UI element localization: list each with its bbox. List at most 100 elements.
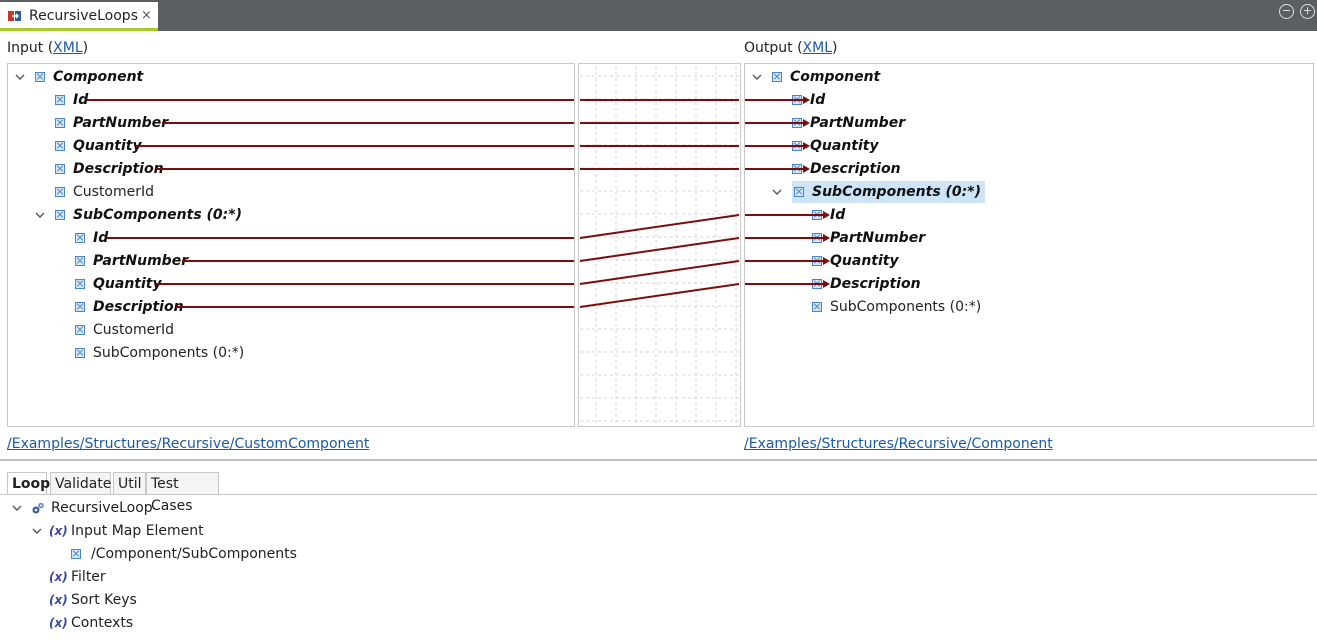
- output-node-content: Id: [812, 204, 845, 226]
- editor-tab-recursiveloops[interactable]: RecursiveLoops ×: [0, 2, 158, 31]
- element-icon: [75, 279, 85, 289]
- input-node-label: PartNumber: [73, 115, 169, 131]
- output-label-end: ): [832, 40, 838, 56]
- output-node-content: PartNumber: [812, 227, 925, 249]
- minimize-icon[interactable]: −: [1279, 4, 1294, 19]
- element-icon: [792, 141, 802, 151]
- input-node-label: Quantity: [73, 138, 142, 154]
- input-node-content: Quantity: [75, 273, 162, 295]
- input-node-content: PartNumber: [55, 112, 168, 134]
- output-node-content: Description: [812, 273, 921, 295]
- input-label-text: Input (: [7, 40, 54, 56]
- element-icon: [772, 72, 782, 82]
- input-map-value: /Component/SubComponents: [91, 546, 297, 562]
- chevron-down-icon[interactable]: [15, 72, 25, 82]
- input-node-label: SubComponents (0:*): [73, 207, 242, 223]
- input-node-content: Quantity: [55, 135, 142, 157]
- input-node-label: Description: [93, 299, 184, 315]
- element-icon: [75, 256, 85, 266]
- input-node-label: Quantity: [93, 276, 162, 292]
- tab-test-cases[interactable]: Test Cases: [146, 472, 219, 514]
- output-node-content: Description: [792, 158, 901, 180]
- output-node-label: Quantity: [810, 138, 879, 154]
- element-icon: [55, 187, 65, 197]
- output-node-label: SubComponents (0:*): [812, 184, 981, 200]
- variable-icon: (x): [49, 593, 68, 607]
- input-node-label: Id: [93, 230, 109, 246]
- element-icon: [55, 118, 65, 128]
- output-node-label: Description: [810, 161, 901, 177]
- chevron-down-icon[interactable]: [752, 72, 762, 82]
- input-pane-label: Input (XML): [7, 40, 88, 56]
- chevron-down-icon[interactable]: [32, 526, 42, 536]
- map-file-icon: [8, 9, 22, 23]
- element-icon: [792, 118, 802, 128]
- input-node-content: Description: [55, 158, 164, 180]
- output-node-label: Id: [830, 207, 846, 223]
- output-node-content: SubComponents (0:*): [812, 296, 981, 318]
- maximize-icon[interactable]: +: [1300, 4, 1315, 19]
- element-icon: [792, 164, 802, 174]
- chevron-down-icon[interactable]: [12, 503, 22, 513]
- element-icon: [794, 187, 804, 197]
- input-node-content: CustomerId: [55, 181, 154, 203]
- output-node-label: SubComponents (0:*): [830, 299, 982, 315]
- input-map-element-label: Input Map Element: [71, 523, 204, 539]
- input-node-content: PartNumber: [75, 250, 188, 272]
- output-node-label: Component: [790, 69, 881, 85]
- element-icon: [75, 325, 85, 335]
- element-icon: [75, 348, 85, 358]
- input-node-label: Description: [73, 161, 164, 177]
- input-label-end: ): [82, 40, 89, 56]
- output-node-label: Quantity: [830, 253, 899, 269]
- output-node-label: PartNumber: [810, 115, 906, 131]
- input-schema-path-link[interactable]: /Examples/Structures/Recursive/CustomCom…: [7, 436, 370, 452]
- output-node-content: Quantity: [812, 250, 899, 272]
- output-xml-link[interactable]: XML: [802, 40, 833, 56]
- tab-util[interactable]: Util: [113, 472, 146, 494]
- input-node-content: SubComponents (0:*): [75, 342, 244, 364]
- input-node-label: PartNumber: [93, 253, 189, 269]
- input-node-label: Component: [53, 69, 144, 85]
- input-node-content: CustomerId: [75, 319, 174, 341]
- chevron-down-icon[interactable]: [772, 187, 782, 197]
- element-icon: [71, 549, 81, 559]
- input-node-content: Description: [75, 296, 184, 318]
- loop-root-label: RecursiveLoop: [51, 500, 153, 516]
- variable-icon: (x): [49, 570, 68, 584]
- element-icon: [75, 302, 85, 312]
- input-node-label: CustomerId: [93, 322, 175, 338]
- output-node-content: Quantity: [792, 135, 879, 157]
- output-tree-pane[interactable]: [744, 63, 1314, 427]
- element-icon: [812, 279, 822, 289]
- contexts-label: Contexts: [71, 615, 134, 631]
- variable-icon: (x): [49, 524, 68, 538]
- close-icon[interactable]: ×: [141, 8, 152, 23]
- input-node-content: Component: [35, 66, 143, 88]
- output-node-content: PartNumber: [792, 112, 905, 134]
- input-node-label: CustomerId: [73, 184, 155, 200]
- input-xml-link[interactable]: XML: [53, 40, 83, 56]
- output-schema-path-link[interactable]: /Examples/Structures/Recursive/Component: [744, 436, 1053, 452]
- loop-gear-icon: [31, 497, 45, 519]
- chevron-down-icon[interactable]: [35, 210, 45, 220]
- mapping-canvas[interactable]: [578, 63, 741, 427]
- input-node-label: Id: [73, 92, 89, 108]
- element-icon: [55, 95, 65, 105]
- element-icon: [55, 164, 65, 174]
- element-icon: [35, 72, 45, 82]
- output-node-label: PartNumber: [830, 230, 926, 246]
- element-icon: [812, 233, 822, 243]
- input-node-label: SubComponents (0:*): [93, 345, 245, 361]
- tab-validate[interactable]: Validate: [50, 472, 111, 494]
- tab-loop[interactable]: Loop: [7, 472, 50, 494]
- input-node-content: SubComponents (0:*): [55, 204, 242, 226]
- output-node-label: Id: [810, 92, 826, 108]
- output-node-content: SubComponents (0:*): [792, 181, 985, 203]
- panel-divider[interactable]: [0, 459, 1317, 461]
- element-icon: [812, 256, 822, 266]
- editor-tab-bar: RecursiveLoops × − +: [0, 0, 1317, 31]
- element-icon: [75, 233, 85, 243]
- output-node-label: Description: [830, 276, 921, 292]
- editor-tab-title: RecursiveLoops: [29, 8, 138, 24]
